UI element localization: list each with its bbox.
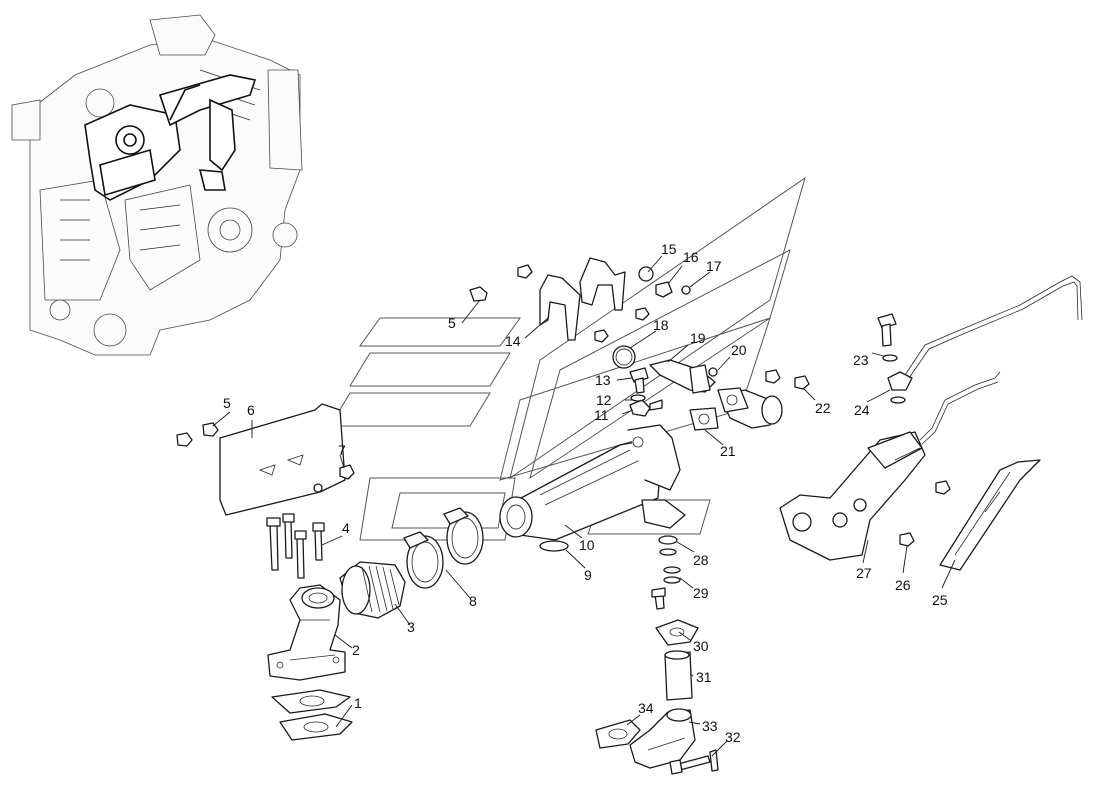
callout-4: 4: [342, 520, 350, 536]
part-13-banjo-bolt: [629, 367, 649, 394]
part-7-nut: [339, 464, 355, 480]
part-23-banjo-bolt: [877, 313, 898, 362]
part-31-tube: [664, 650, 693, 701]
part-25-bracket: [939, 459, 1041, 571]
callout-30: 30: [693, 638, 709, 654]
callout-14: 14: [505, 333, 521, 349]
part-24-pipe-and-banjo: [887, 275, 1083, 404]
callout-28: 28: [693, 552, 709, 568]
callout-31: 31: [696, 669, 712, 685]
callout-18: 18: [653, 317, 669, 333]
callout-11: 11: [594, 407, 609, 423]
part-14-brackets: [517, 257, 650, 343]
callout-24: 24: [854, 402, 870, 418]
part-12-washer: [630, 394, 646, 402]
callout-17: 17: [706, 258, 722, 274]
callout-5-top: 5: [448, 315, 456, 331]
callout-20: 20: [731, 342, 747, 358]
part-29-o-rings: [663, 566, 681, 584]
callout-leader-lines: [212, 255, 956, 757]
callout-22: 22: [815, 400, 831, 416]
callout-21: 21: [720, 443, 736, 459]
part-20-nut: [708, 367, 718, 377]
callout-7: 7: [338, 442, 346, 458]
part-3-flex-bellows: [339, 561, 406, 619]
callout-3: 3: [407, 619, 415, 635]
callout-13: 13: [595, 372, 611, 388]
part-30-flange: [651, 587, 699, 646]
part-6-heat-shield: [219, 403, 346, 516]
callout-5-left: 5: [223, 395, 231, 411]
part-26-screw: [899, 480, 951, 547]
callout-29: 29: [693, 585, 709, 601]
callout-1: 1: [354, 695, 362, 711]
assembly-group-outlines: [329, 176, 806, 541]
part-21-gaskets: [689, 387, 749, 431]
callout-26: 26: [895, 577, 911, 593]
part-9-o-ring: [539, 540, 569, 552]
callout-9: 9: [584, 567, 592, 583]
part-17-nut: [681, 285, 691, 295]
callout-23: 23: [853, 352, 869, 368]
callout-33: 33: [702, 718, 718, 734]
part-4-bolts: [266, 513, 325, 579]
part-2-exhaust-elbow: [267, 584, 346, 681]
part-1-gaskets: [271, 689, 353, 741]
callout-19: 19: [690, 330, 706, 346]
callout-12: 12: [596, 392, 612, 408]
part-16-connector: [655, 281, 673, 298]
callout-27: 27: [856, 565, 872, 581]
callout-25: 25: [932, 592, 948, 608]
part-22-screws: [765, 369, 810, 390]
callout-34: 34: [638, 700, 654, 716]
callout-2: 2: [352, 642, 360, 658]
part-34-gasket: [595, 719, 641, 749]
part-5-screws: [176, 286, 488, 447]
part-32-screws: [669, 749, 719, 775]
callout-numbers: 1 2 3 4 5 5 6 7 8 9 10 11 12 13 14 15 16…: [223, 241, 948, 745]
part-27-egr-valve: [779, 371, 1001, 561]
part-33-elbow-housing: [629, 708, 696, 769]
engine-overview-illustration: [11, 14, 303, 356]
part-11-banjo-fitting: [629, 399, 663, 417]
callout-8: 8: [469, 593, 477, 609]
part-28-o-rings: [658, 535, 678, 556]
part-18-seal-ring: [612, 345, 636, 369]
callout-10: 10: [579, 537, 595, 553]
callout-16: 16: [683, 249, 699, 265]
callout-6: 6: [247, 402, 255, 418]
callout-15: 15: [661, 241, 677, 257]
part-10-egr-cooler: [499, 424, 686, 541]
callout-32: 32: [725, 729, 741, 745]
part-8-clamps: [403, 507, 484, 589]
